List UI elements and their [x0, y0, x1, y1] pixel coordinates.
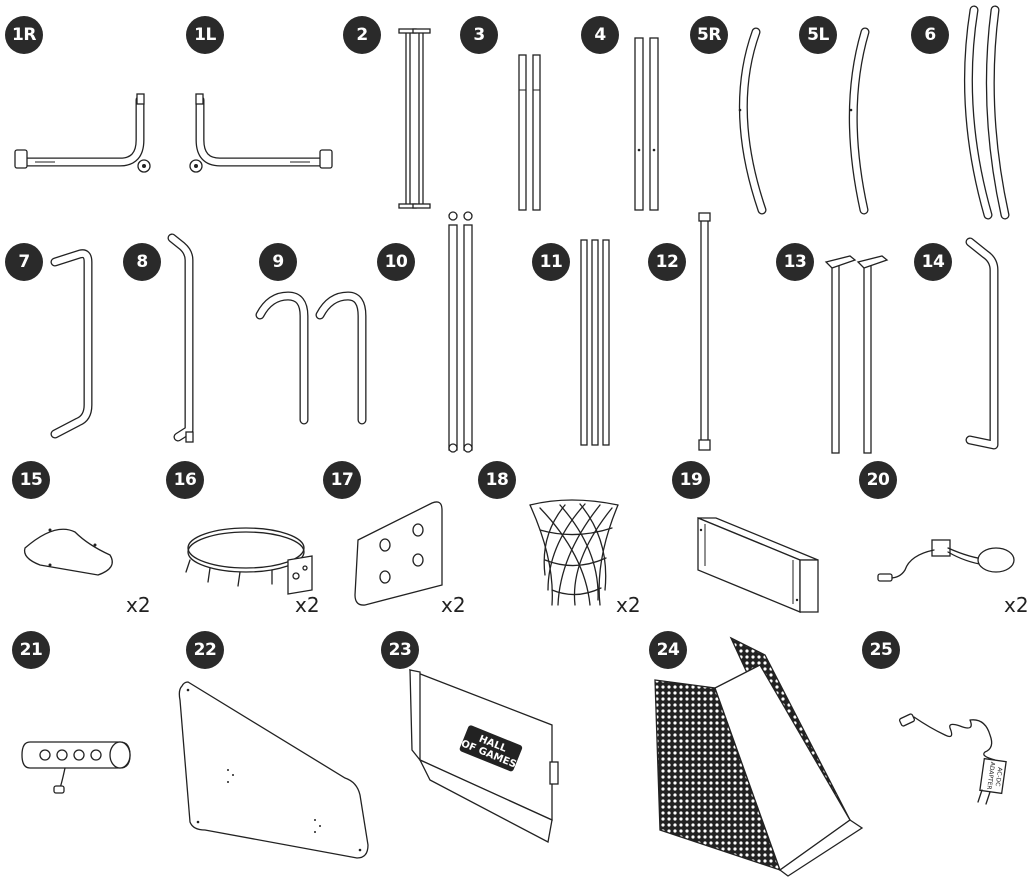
part-13-posts — [826, 256, 887, 453]
part-25-adapter: AC-DC ADAPTER — [899, 713, 1006, 804]
part-2-poles — [399, 29, 430, 208]
part-11-poles — [581, 240, 609, 445]
part-5r-curve — [739, 32, 762, 210]
part-12-pole — [699, 213, 710, 450]
part-6-curves — [968, 10, 1005, 215]
part-10-poles — [449, 212, 472, 452]
part-20-sensor — [878, 540, 1014, 581]
part-14-bar — [970, 242, 994, 445]
part-9-hooks — [260, 296, 362, 420]
part-18-net — [530, 500, 618, 605]
part-8-bar — [172, 238, 193, 442]
part-16-hoop — [186, 528, 312, 594]
part-1l-base — [190, 94, 332, 172]
part-19-scoreboard — [698, 518, 818, 612]
part-22-backboard — [179, 682, 368, 858]
part-15-bracket — [25, 529, 113, 576]
part-21-control-panel — [22, 742, 130, 793]
part-24-ramp — [655, 638, 862, 876]
part-3-poles — [519, 55, 540, 210]
part-4-poles — [635, 38, 658, 210]
part-17-plate — [355, 502, 442, 605]
part-5l-curve — [850, 32, 865, 210]
part-1r-base — [15, 94, 150, 172]
part-23-panel: HALL OF GAMES — [410, 670, 558, 842]
part-7-bar — [55, 254, 88, 434]
